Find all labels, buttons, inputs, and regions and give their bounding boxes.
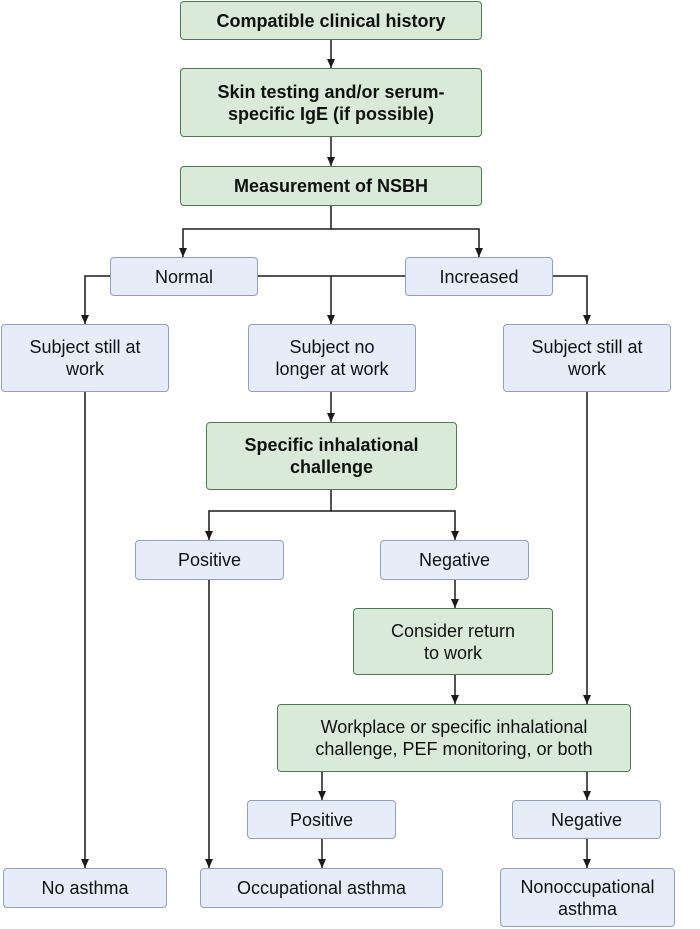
connector-normal-to-still-at-work [81, 275, 110, 324]
still-at-work-left-box: Subject still at work [1, 324, 169, 392]
no-longer-at-work-box: Subject no longer at work [248, 324, 416, 392]
no-asthma-box: No asthma [3, 868, 167, 908]
connector-increased-to-still-at-work [553, 275, 591, 324]
normal-box: Normal [110, 257, 258, 296]
connector-sic-to-positive [205, 490, 332, 540]
still-at-work-right-box: Subject still at work [503, 324, 671, 392]
increased-box: Increased [405, 257, 553, 296]
specific-inhalational-challenge-box: Specific inhalational challenge [206, 422, 457, 490]
connector-nsbh-to-increased [331, 228, 483, 257]
negative-box-2: Negative [512, 800, 661, 839]
nsbh-measurement-box: Measurement of NSBH [180, 166, 482, 206]
positive-box-1: Positive [135, 540, 284, 580]
nonoccupational-asthma-box: Nonoccupational asthma [500, 868, 675, 927]
connector-sic-to-negative [331, 510, 459, 540]
skin-testing-box: Skin testing and/or serum- specific IgE … [180, 68, 482, 137]
compatible-clinical-history-box: Compatible clinical history [180, 1, 482, 40]
positive-box-2: Positive [247, 800, 396, 839]
connector-nsbh-to-normal [179, 206, 332, 257]
workplace-challenge-box: Workplace or specific inhalational chall… [277, 704, 631, 772]
occupational-asthma-box: Occupational asthma [200, 868, 443, 908]
consider-return-to-work-box: Consider return to work [353, 608, 553, 675]
negative-box-1: Negative [380, 540, 529, 580]
